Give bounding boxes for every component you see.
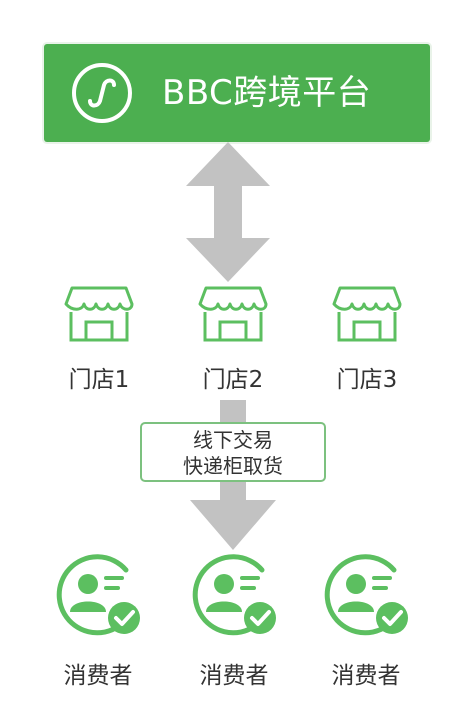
consumer-label: 消费者 (63, 663, 133, 689)
verified-user-icon (56, 554, 140, 636)
platform-banner: BBC跨境平台 (44, 44, 430, 142)
fulfillment-note: 线下交易 快递柜取货 (140, 422, 326, 482)
note-line-locker-pickup: 快递柜取货 (183, 454, 283, 478)
consumer-label: 消费者 (331, 663, 401, 689)
consumer-label: 消费者 (199, 663, 269, 689)
store-label: 门店3 (336, 367, 398, 393)
platform-title: BBC跨境平台 (162, 73, 372, 113)
storefront-icon (332, 286, 402, 342)
storefront-icon (198, 286, 268, 342)
store-label: 门店2 (202, 367, 264, 393)
double-arrow-icon (186, 142, 270, 282)
store-label: 门店1 (68, 367, 130, 393)
verified-user-icon (324, 554, 408, 636)
mini-program-logo-icon (72, 63, 132, 123)
storefront-icon (64, 286, 134, 342)
verified-user-icon (192, 554, 276, 636)
note-line-offline-trade: 线下交易 (193, 428, 273, 452)
